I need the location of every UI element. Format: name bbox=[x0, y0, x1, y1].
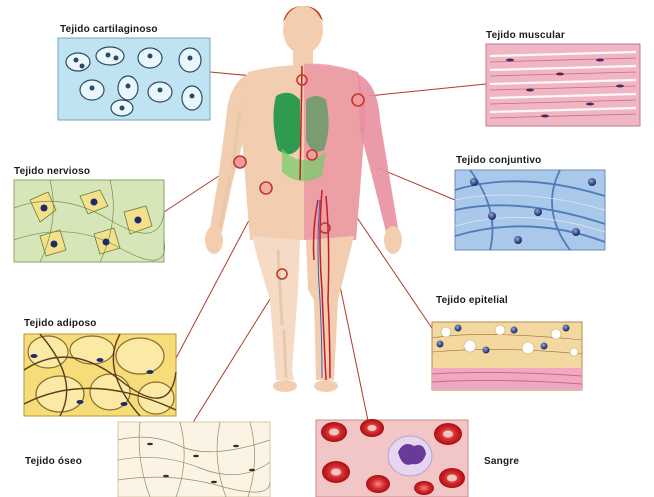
panel-conjuntivo bbox=[455, 170, 605, 250]
left-arm bbox=[210, 74, 248, 232]
marker-nervioso bbox=[234, 156, 246, 168]
label-sangre: Sangre bbox=[484, 456, 519, 467]
lung-right bbox=[306, 96, 329, 152]
head bbox=[283, 6, 323, 54]
label-tejido-conjuntivo: Tejido conjuntivo bbox=[456, 155, 541, 166]
panel-cartilaginoso bbox=[58, 38, 210, 120]
left-foot bbox=[273, 380, 297, 392]
lung-left bbox=[273, 93, 300, 154]
right-hand bbox=[384, 226, 402, 254]
label-tejido-adiposo: Tejido adiposo bbox=[24, 318, 97, 329]
right-foot bbox=[314, 380, 338, 392]
label-tejido-nervioso: Tejido nervioso bbox=[14, 166, 90, 177]
left-hand bbox=[205, 226, 223, 254]
label-tejido-muscular: Tejido muscular bbox=[486, 30, 565, 41]
connector-oseo bbox=[182, 275, 285, 440]
panel-oseo bbox=[118, 422, 270, 497]
label-tejido-oseo: Tejido óseo bbox=[25, 456, 82, 467]
panel-sangre bbox=[316, 419, 468, 497]
neck bbox=[293, 50, 313, 66]
label-tejido-epitelial: Tejido epitelial bbox=[436, 295, 508, 306]
marker-muscular bbox=[352, 94, 364, 106]
connector-muscular bbox=[368, 84, 486, 96]
panel-nervioso bbox=[14, 180, 165, 262]
panel-muscular bbox=[486, 44, 640, 126]
label-tejido-cartilaginoso: Tejido cartilaginoso bbox=[60, 24, 158, 35]
marker-adiposo bbox=[260, 182, 272, 194]
muscle-layer bbox=[304, 64, 366, 240]
left-leg bbox=[252, 236, 300, 380]
panel-epitelial bbox=[432, 322, 582, 390]
human-body-figure bbox=[205, 6, 402, 392]
panel-adiposo bbox=[24, 334, 176, 416]
